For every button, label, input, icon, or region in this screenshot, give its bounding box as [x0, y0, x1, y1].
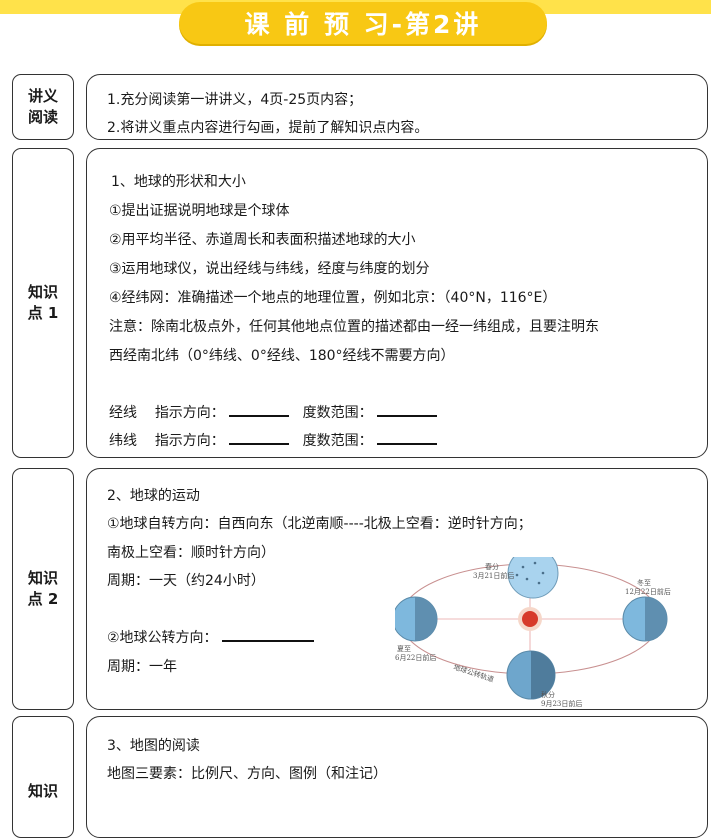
direction-label: 指示方向：: [154, 405, 225, 421]
earth-spring-icon: [507, 557, 559, 599]
orbit-note: 地球公转轨道: [452, 662, 495, 684]
autumn-label: 秋分: [541, 690, 555, 699]
side-label-point-1: 知识 点 1: [12, 148, 74, 458]
rotation-period: 周期：一天（约24小时）: [107, 573, 265, 589]
summer-date: 6月22日前后: [395, 653, 436, 662]
point-1-item-3: ③运用地球仪，说出经线与纬线，经度与纬度的划分: [109, 261, 430, 277]
winter-label: 冬至: [637, 578, 651, 587]
direction-label: 指示方向：: [154, 433, 225, 449]
row-name: 纬线: [109, 433, 137, 449]
point-1-item-1: ①提出证据说明地球是个球体: [109, 203, 290, 219]
earth-autumn-icon: [506, 650, 556, 700]
reading-line-1: 1.充分阅读第一讲讲义，4页-25页内容；: [107, 92, 363, 108]
point-2-box: 2、地球的运动 ①地球自转方向：自西向东（北逆南顺----北极上空看：逆时针方向…: [86, 468, 708, 710]
point-2-heading: 2、地球的运动: [107, 488, 200, 504]
rotation-line-1: ①地球自转方向：自西向东（北逆南顺----北极上空看：逆时针方向；: [107, 516, 532, 532]
meridian-row: 经线 指示方向： 度数范围：: [109, 402, 438, 422]
reading-line-2: 2.将讲义重点内容进行勾画，提前了解知识点内容。: [107, 120, 429, 136]
parallel-row: 纬线 指示方向： 度数范围：: [109, 430, 438, 450]
winter-date: 12月22日前后: [625, 587, 671, 596]
autumn-date: 9月23日前后: [541, 699, 582, 707]
side-label-text: 知识 点 1: [27, 283, 59, 322]
point-1-heading: 1、地球的形状和大小: [111, 174, 246, 190]
earth-summer-icon: [395, 596, 438, 642]
revolution-row: ②地球公转方向：: [107, 627, 315, 647]
point-1-note-line-1: 注意：除南北极点外，任何其他地点位置的描述都由一经一纬组成，且要注明东: [109, 319, 599, 335]
page-title: 课 前 预 习-第2讲: [179, 2, 547, 44]
spring-label: 春分: [485, 562, 499, 571]
spring-date: 3月21日前后: [473, 571, 514, 580]
reading-box: 1.充分阅读第一讲讲义，4页-25页内容； 2.将讲义重点内容进行勾画，提前了解…: [86, 74, 708, 140]
sun-icon: [518, 607, 542, 631]
range-label: 度数范围：: [302, 405, 373, 421]
revolution-period: 周期：一年: [107, 659, 177, 675]
direction-blank[interactable]: [229, 431, 290, 445]
side-label-text: 讲义 阅读: [27, 87, 58, 126]
point-3-line-1: 地图三要素：比例尺、方向、图例（和注记）: [107, 766, 387, 782]
range-blank[interactable]: [377, 403, 438, 417]
range-label: 度数范围：: [302, 433, 373, 449]
summer-label: 夏至: [397, 645, 411, 653]
revolution-blank[interactable]: [222, 628, 315, 642]
side-label-point-3: 知识: [12, 716, 74, 838]
side-label-point-2: 知识 点 2: [12, 468, 74, 710]
point-3-heading: 3、地图的阅读: [107, 738, 200, 754]
range-blank[interactable]: [377, 431, 438, 445]
direction-blank[interactable]: [229, 403, 290, 417]
side-label-text: 知识: [27, 782, 58, 800]
earth-orbit-diagram: 春分 3月21日前后 夏至 6月22日前后 秋分 9月23日前后 冬至 12月2…: [395, 557, 671, 707]
rotation-line-2: 南极上空看：顺时针方向）: [107, 545, 275, 561]
point-1-item-4: ④经纬网：准确描述一个地点的地理位置，例如北京：（40°N，116°E）: [109, 290, 557, 306]
side-label-text: 知识 点 2: [27, 569, 59, 608]
point-1-item-2: ②用平均半径、赤道周长和表面积描述地球的大小: [109, 232, 416, 248]
earth-winter-icon: [622, 596, 668, 642]
point-3-box: 3、地图的阅读 地图三要素：比例尺、方向、图例（和注记）: [86, 716, 708, 838]
revolution-label: ②地球公转方向：: [107, 630, 218, 646]
point-1-note-line-2: 西经南北纬（0°纬线、0°经线、180°经线不需要方向）: [109, 348, 455, 364]
side-label-reading: 讲义 阅读: [12, 74, 74, 140]
point-1-box: 1、地球的形状和大小 ①提出证据说明地球是个球体 ②用平均半径、赤道周长和表面积…: [86, 148, 708, 458]
row-name: 经线: [109, 405, 137, 421]
